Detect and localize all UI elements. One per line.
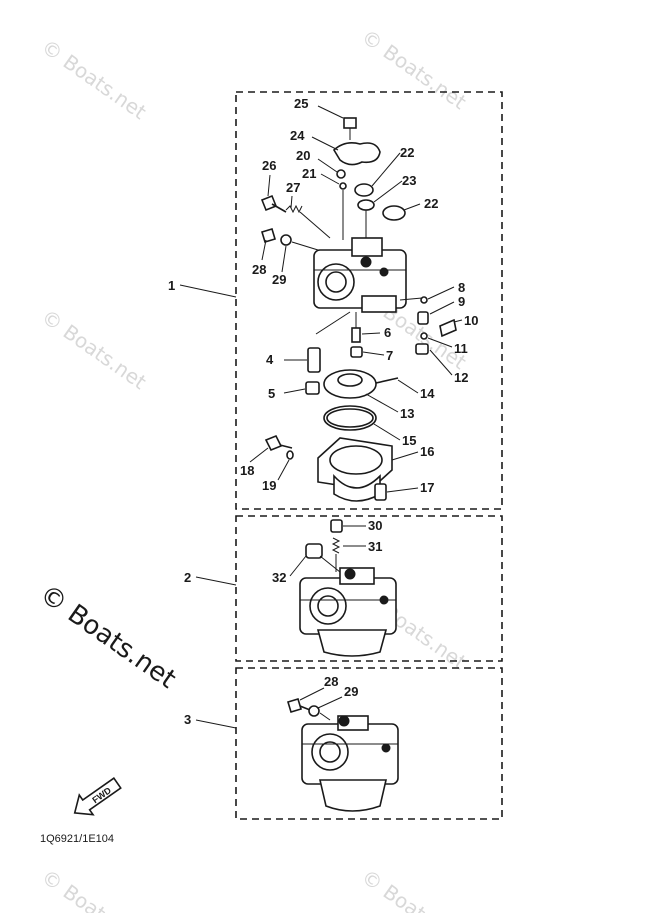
carburetor-assembly-3 [287,687,399,812]
label-2: 2 [184,570,191,585]
watermark-main: © Boats.net [34,579,181,695]
part-28-screw-b [287,698,302,713]
leaders-group-1 [249,105,463,493]
part-25-screw [343,117,357,129]
part-20 [336,169,346,179]
label-28b: 28 [324,674,338,689]
part-18-bolt [264,434,283,452]
part-16-float-chamber [317,437,393,502]
part-19-oring [286,450,294,460]
label-31: 31 [368,539,382,554]
part-7-plug [350,346,363,358]
label-9: 9 [458,294,465,309]
label-20: 20 [296,148,310,163]
carburetor-assembly-1 [260,117,457,502]
part-24-plate [332,142,381,166]
part-32-cap [305,543,323,559]
group-box-2 [235,515,503,662]
leader-1 [179,284,237,298]
part-31-spring [331,537,341,554]
label-22b: 22 [424,196,438,211]
fwd-arrow-icon: FWD [73,777,122,816]
watermark: © Boats.net [37,34,151,124]
group-box-3 [235,667,503,820]
label-10: 10 [464,313,478,328]
part-5-plug [305,381,320,395]
part-12-plug [415,343,429,355]
part-9-needle [417,311,429,325]
part-10-clip [439,318,457,338]
diagram-code: 1Q6921/1E104 [40,833,114,845]
label-5: 5 [268,386,275,401]
label-29a: 29 [272,272,286,287]
part-28-screw [261,228,276,243]
watermark: © Boats.net [37,864,151,913]
label-16: 16 [420,444,434,459]
part-22-cap-b [382,205,406,221]
part-17-drain-screw [374,483,387,501]
carburetor-body-3 [301,715,399,812]
label-24: 24 [290,128,305,143]
part-11 [420,332,428,340]
label-28a: 28 [252,262,266,277]
label-27: 27 [286,180,300,195]
label-8: 8 [458,280,465,295]
part-21 [339,182,347,190]
label-32: 32 [272,570,286,585]
carburetor-body-2 [299,567,397,657]
watermark: © Boats.net [357,864,471,913]
part-4-screw [307,347,321,373]
part-29-washer [280,234,292,246]
label-1: 1 [168,278,175,293]
leader-2 [195,576,237,586]
label-6: 6 [384,325,391,340]
label-4: 4 [266,352,274,367]
part-14-pin [375,377,399,384]
watermark: © Boats.net [37,304,151,394]
label-29b: 29 [344,684,358,699]
label-14: 14 [420,386,435,401]
label-3: 3 [184,712,191,727]
label-11: 11 [454,341,468,356]
label-7: 7 [386,348,393,363]
part-8 [420,296,428,304]
carburetor-assembly-2 [289,519,397,657]
watermark: © Boats.net [357,24,471,114]
label-13: 13 [400,406,414,421]
part-labels: 1 2 3 25 24 20 21 22 23 22 26 27 28 29 8… [168,96,478,727]
part-27-spring [285,204,303,214]
part-26-bolt [260,194,278,212]
label-12: 12 [454,370,468,385]
part-22-cap [354,183,374,197]
leader-3 [195,719,237,729]
label-18: 18 [240,463,254,478]
label-26: 26 [262,158,276,173]
label-30: 30 [368,518,382,533]
part-6-jet [351,327,361,343]
label-22a: 22 [400,145,414,160]
label-21: 21 [302,166,316,181]
part-23-seal [357,199,375,211]
label-23: 23 [402,173,416,188]
carburetor-body-1 [313,237,407,313]
group-box-1 [235,91,503,510]
part-30-screw [330,519,343,533]
label-15: 15 [402,433,416,448]
label-17: 17 [420,480,434,495]
label-19: 19 [262,478,276,493]
part-29-washer-b [308,705,320,717]
label-25: 25 [294,96,308,111]
